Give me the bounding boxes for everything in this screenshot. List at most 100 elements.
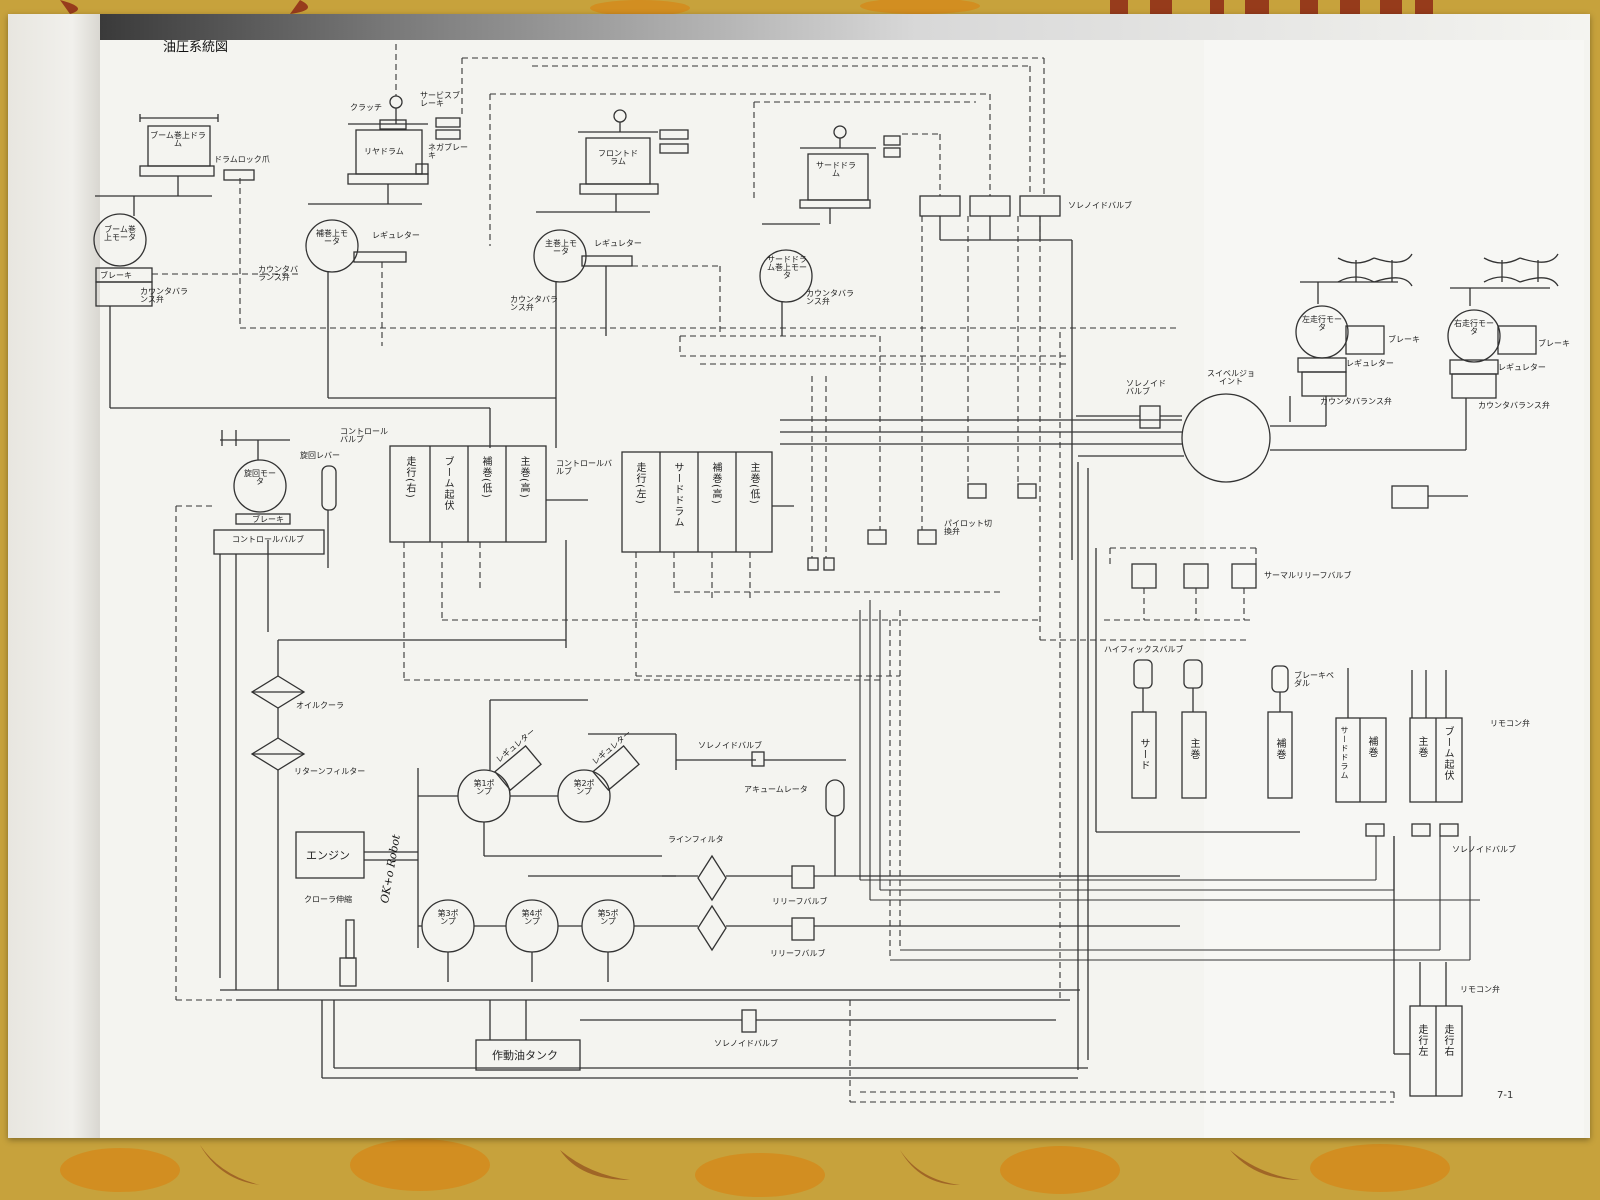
third-motor	[759, 249, 813, 303]
lever-label-3: 主巻	[1416, 736, 1427, 758]
swing-control-valve	[213, 529, 325, 555]
label-aux-reg: レギュレター	[372, 231, 420, 240]
label-solenoid-swivel: ソレノイドバルブ	[1126, 379, 1166, 396]
pedal-label-3: 補巻	[1274, 738, 1285, 760]
accumulator	[825, 779, 845, 817]
label-third-drum: サードドラム	[816, 161, 856, 178]
solenoid-valve-2	[969, 195, 1011, 217]
pump-4	[505, 899, 559, 953]
pedal-main	[1181, 711, 1207, 799]
cv1-section-3: 補巻(低)	[480, 456, 491, 499]
label-oil-cooler: オイルクーラ	[296, 701, 344, 710]
solenoid-valve-1	[919, 195, 961, 217]
label-solenoid-remote: ソレノイドバルブ	[1452, 845, 1516, 854]
pump-label-4: 第4ポンプ	[521, 909, 543, 926]
label-right-travel: 右走行モータ	[1454, 319, 1494, 336]
cv1-section-2: ブーム起伏	[442, 456, 453, 511]
label-clutch: クラッチ	[350, 103, 382, 112]
aux-motor	[305, 219, 359, 273]
relief-valve-2	[791, 917, 815, 941]
travel-lever-right: 走行右	[1442, 1024, 1453, 1057]
cv2-section-2: サードドラム	[672, 462, 683, 528]
label-right-cb: カウンタバランス弁	[1478, 401, 1550, 410]
lever-label-2: 補巻	[1366, 736, 1377, 758]
page-number: 7-1	[1497, 1090, 1514, 1101]
label-relief-2: リリーフバルブ	[770, 949, 826, 958]
thermal-relief-3	[1231, 563, 1257, 589]
thermal-relief-1	[1131, 563, 1157, 589]
pump-solenoid	[751, 751, 765, 767]
label-main-reg: レギュレター	[594, 239, 642, 248]
label-main-cb: カウンタバランス弁	[510, 295, 558, 312]
pedal-label-1: サード	[1138, 738, 1149, 771]
pump-1	[457, 769, 511, 823]
swing-motor	[233, 459, 287, 513]
label-front-drum: フロントドラム	[598, 149, 638, 166]
label-swing-lever: 旋回レバー	[300, 451, 340, 460]
cv2-section-3: 補巻(高)	[710, 462, 721, 505]
scan-shadow-bar	[100, 14, 1584, 40]
label-left-cb: カウンタバランス弁	[1320, 397, 1392, 406]
right-travel-motor	[1447, 309, 1501, 363]
label-boom-drum: ブーム巻上ドラム	[150, 131, 206, 148]
label-swing-motor: 旋回モータ	[244, 469, 276, 486]
label-boom-cb: カウンタバランス弁	[140, 287, 188, 304]
label-line-filter: ラインフィルタ	[668, 835, 724, 844]
travel-lever-left: 走行左	[1416, 1024, 1427, 1057]
cv2-section-4: 主巻(低)	[748, 462, 759, 505]
label-aux-cb: カウンタバランス弁	[258, 265, 298, 282]
booklet-fold	[8, 14, 100, 1138]
crawler-cylinder	[339, 957, 357, 987]
tank-solenoid	[741, 1009, 757, 1033]
thermal-relief-2	[1183, 563, 1209, 589]
relief-valve-1	[791, 865, 815, 889]
pedal-label-2: 主巻	[1188, 738, 1199, 760]
boom-motor	[93, 213, 147, 267]
label-solenoid-tank: ソレノイドバルブ	[714, 1039, 778, 1048]
regulator-pump-1	[494, 745, 542, 791]
label-drum-lock: ドラムロック爪	[214, 155, 270, 164]
label-service-brake: サービスブレーキ	[420, 91, 460, 108]
lever-label-1: サードドラム	[1340, 726, 1349, 780]
label-left-reg: レギュレター	[1346, 359, 1394, 368]
label-boom-motor: ブーム巻上モータ	[104, 225, 136, 242]
lever-third-drum	[1335, 717, 1387, 803]
line-filter-2	[697, 904, 727, 952]
label-engine: エンジン	[306, 849, 350, 862]
label-solenoid-pump: ソレノイドバルブ	[698, 741, 762, 750]
left-travel-motor	[1295, 305, 1349, 359]
diagram-title: 油圧系統図	[163, 40, 229, 55]
main-motor	[533, 229, 587, 283]
label-third-motor: サードドラム巻上モータ	[767, 255, 807, 280]
label-cv1: コントロールバルブ	[340, 427, 388, 444]
control-valve-2	[621, 451, 773, 553]
pump-3	[421, 899, 475, 953]
label-solenoid-top: ソレノイドバルブ	[1068, 201, 1132, 210]
solenoid-valve-3	[1019, 195, 1061, 217]
label-rear-drum: リヤドラム	[364, 147, 404, 156]
label-accumulator: アキュームレータ	[744, 785, 808, 794]
label-cv2: コントロールバルブ	[556, 459, 612, 476]
label-brake-pedal: ブレーキペダル	[1294, 671, 1334, 688]
label-swing-brake: ブレーキ	[252, 515, 284, 524]
label-high-fix: ハイフィックスバルブ	[1104, 645, 1184, 654]
line-filter-1	[697, 854, 727, 902]
label-left-brake: ブレーキ	[1388, 335, 1420, 344]
label-crawler: クローラ伸縮	[304, 895, 352, 904]
label-third-cb: カウンタバランス弁	[806, 289, 854, 306]
pump-label-5: 第5ポンプ	[597, 909, 619, 926]
pump-label-3: 第3ポンプ	[437, 909, 459, 926]
label-right-brake: ブレーキ	[1538, 339, 1570, 348]
label-pilot: パイロット切換弁	[944, 519, 992, 536]
pump-label-2: 第2ポンプ	[573, 779, 595, 796]
swivel-solenoid	[1139, 405, 1161, 429]
label-right-reg: レギュレター	[1498, 363, 1546, 372]
label-remote-valve: リモコン弁	[1490, 719, 1530, 728]
label-relief-1: リリーフバルブ	[772, 897, 828, 906]
pump-5	[581, 899, 635, 953]
pedal-third	[1131, 711, 1157, 799]
lever-label-4: ブーム起伏	[1442, 726, 1453, 781]
cv2-section-1: 走行(左)	[634, 462, 645, 505]
engine	[295, 831, 365, 879]
